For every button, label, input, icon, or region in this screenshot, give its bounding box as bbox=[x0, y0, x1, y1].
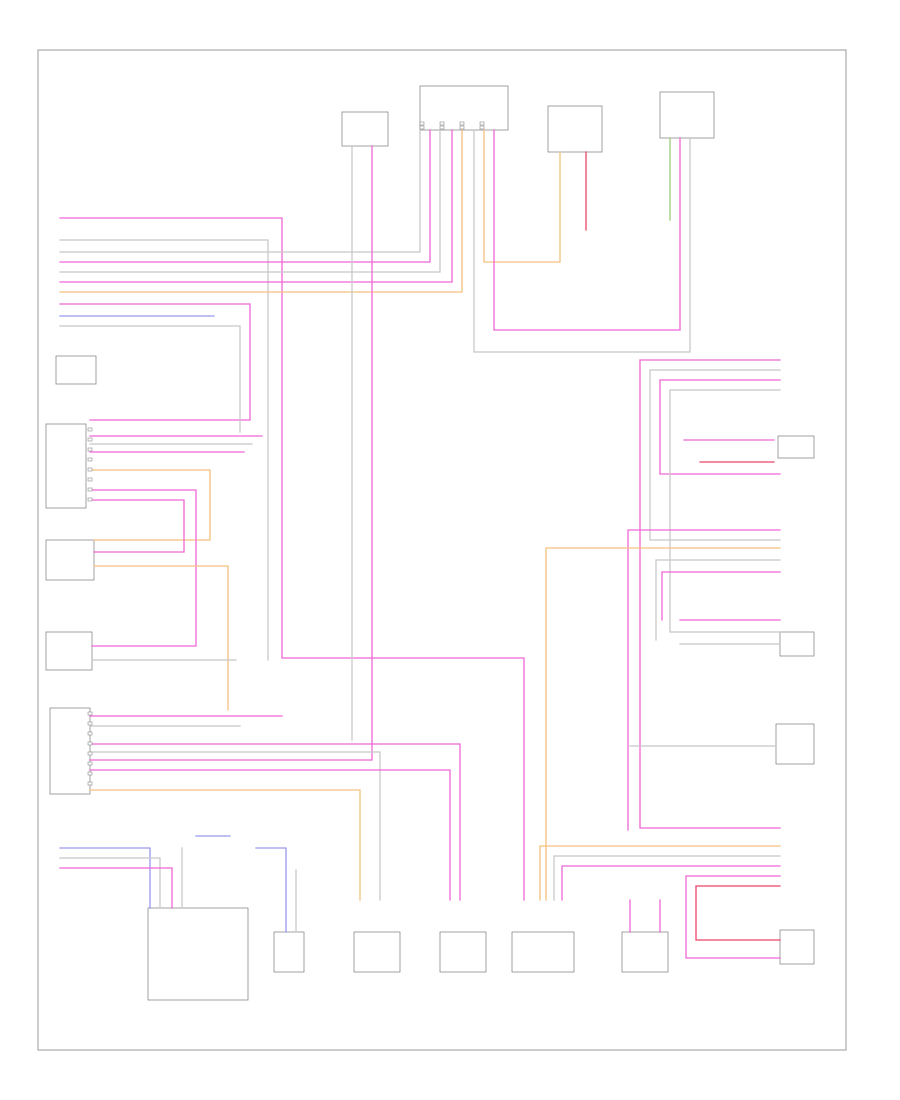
left-module-3 bbox=[45, 539, 95, 581]
connector-pin bbox=[459, 125, 465, 130]
pink-wire-40 bbox=[661, 571, 781, 621]
connector-pin bbox=[419, 121, 425, 126]
pink-wire-0 bbox=[59, 217, 525, 901]
gray-wire-28 bbox=[89, 751, 381, 901]
left-module-4 bbox=[45, 631, 93, 671]
diagram-frame bbox=[37, 49, 847, 1051]
connector-pin bbox=[87, 497, 93, 502]
connector-pin bbox=[87, 427, 93, 432]
connector-pin bbox=[87, 731, 93, 736]
connector-pin bbox=[439, 121, 445, 126]
red-wire-48 bbox=[695, 885, 781, 941]
top-connector-a bbox=[341, 111, 389, 147]
orange-wire-12 bbox=[483, 129, 561, 263]
pink-wire-37 bbox=[627, 529, 781, 831]
gray-wire-2 bbox=[59, 129, 421, 253]
gray-wire-34 bbox=[669, 389, 781, 633]
gray-wire-45 bbox=[553, 855, 781, 901]
pink-wire-13 bbox=[493, 129, 681, 331]
bottom-module-2 bbox=[273, 931, 305, 973]
connector-pin bbox=[87, 761, 93, 766]
orange-wire-44 bbox=[539, 845, 781, 901]
connector-pin bbox=[87, 771, 93, 776]
orange-wire-6 bbox=[59, 129, 463, 293]
left-module-5 bbox=[49, 707, 91, 795]
connector-pin bbox=[87, 721, 93, 726]
connector-pin bbox=[87, 487, 93, 492]
connector-pin bbox=[87, 741, 93, 746]
orange-wire-30 bbox=[89, 789, 361, 901]
bottom-module-5 bbox=[511, 931, 575, 973]
pink-wire-29 bbox=[89, 769, 451, 901]
right-module-3 bbox=[775, 723, 815, 765]
connector-pin bbox=[479, 121, 485, 126]
pink-wire-3 bbox=[59, 129, 431, 263]
connector-pin bbox=[87, 457, 93, 462]
violet-wire-54 bbox=[255, 847, 287, 933]
pink-wire-47 bbox=[685, 875, 781, 959]
pink-wire-31 bbox=[639, 359, 781, 829]
connector-pin bbox=[87, 781, 93, 786]
right-module-1 bbox=[777, 435, 815, 459]
connector-pin bbox=[87, 711, 93, 716]
gray-wire-1 bbox=[59, 239, 269, 661]
pink-wire-22 bbox=[89, 499, 185, 553]
orange-wire-23 bbox=[93, 565, 229, 711]
gray-wire-9 bbox=[59, 325, 241, 433]
connector-pin bbox=[479, 125, 485, 130]
pink-wire-21 bbox=[89, 489, 197, 647]
left-module-2 bbox=[45, 423, 87, 509]
pink-wire-5 bbox=[59, 129, 453, 283]
bottom-module-6 bbox=[621, 931, 669, 973]
top-connector-c bbox=[547, 105, 603, 153]
top-connector-d bbox=[659, 91, 715, 139]
pink-wire-11 bbox=[89, 145, 373, 761]
connector-pin bbox=[87, 751, 93, 756]
pink-wire-27 bbox=[89, 743, 461, 901]
bottom-module-1 bbox=[147, 907, 249, 1001]
bottom-module-3 bbox=[353, 931, 401, 973]
connector-pin bbox=[419, 125, 425, 130]
pink-wire-51 bbox=[59, 867, 173, 909]
left-module-1 bbox=[55, 355, 97, 385]
orange-wire-38 bbox=[545, 547, 781, 901]
gray-wire-14 bbox=[473, 129, 691, 353]
pin-layer bbox=[87, 121, 485, 786]
pink-wire-46 bbox=[561, 865, 781, 901]
orange-wire-20 bbox=[89, 469, 211, 541]
connector-pin bbox=[87, 477, 93, 482]
right-module-2 bbox=[779, 631, 815, 657]
right-module-4 bbox=[779, 929, 815, 965]
wire-layer bbox=[59, 129, 781, 959]
connector-pin bbox=[87, 447, 93, 452]
connector-pin bbox=[87, 467, 93, 472]
gray-wire-32 bbox=[649, 369, 781, 541]
connector-pin bbox=[87, 437, 93, 442]
pink-wire-7 bbox=[59, 303, 251, 421]
violet-wire-49 bbox=[59, 847, 151, 909]
gray-wire-39 bbox=[655, 559, 781, 641]
connector-pin bbox=[439, 125, 445, 130]
gray-wire-50 bbox=[59, 857, 161, 909]
pink-wire-33 bbox=[659, 379, 781, 475]
bottom-module-4 bbox=[439, 931, 487, 973]
connector-pin bbox=[459, 121, 465, 126]
gray-wire-4 bbox=[59, 129, 441, 273]
